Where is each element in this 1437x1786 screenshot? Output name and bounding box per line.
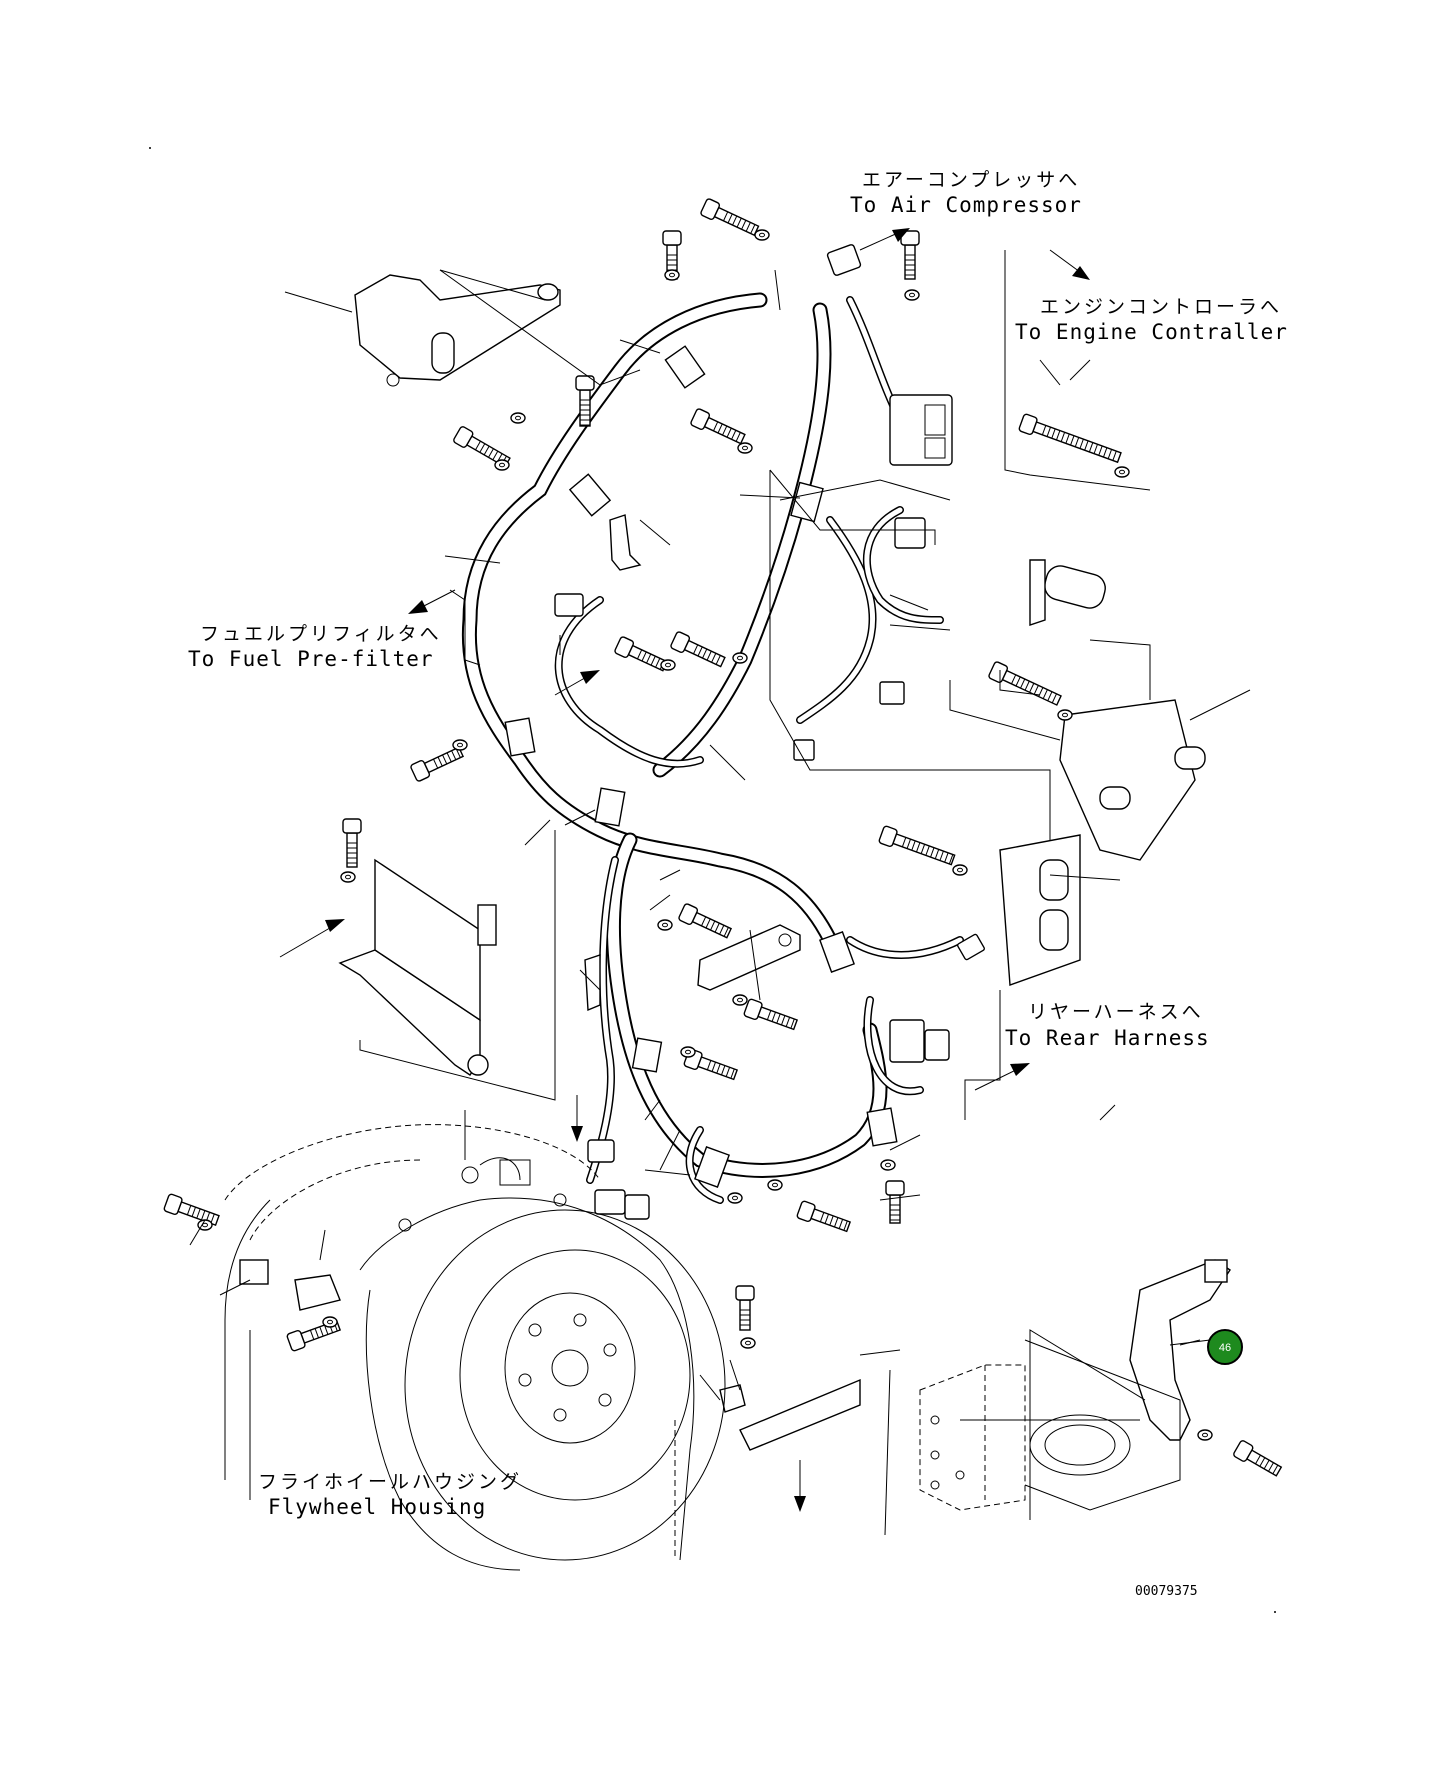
labels: エアーコンプレッサへ To Air Compressor エンジンコントローラへ… [188,169,1288,1599]
engine-controller-connector [889,394,953,466]
bolt [670,631,726,668]
washer [664,269,680,281]
bolt [453,426,511,468]
bolt [796,1200,852,1233]
washer [680,1046,696,1058]
bolt [690,408,746,445]
washer [660,659,676,671]
engine-controller-label-jp: エンジンコントローラへ [1040,296,1282,318]
washer [1114,466,1130,478]
rear-harness-label-en: To Rear Harness [1005,1026,1210,1050]
rear-harness-label-jp: リヤーハーネスへ [1028,1001,1204,1023]
washer [880,1159,896,1171]
washer [727,1192,743,1204]
bolt [885,1180,905,1224]
bolt [410,746,465,782]
washer [767,1179,783,1191]
connectors [554,244,985,1220]
bolts [163,198,1283,1477]
flywheel-housing-label-jp: フライホイールハウジング [258,1471,522,1493]
callout-number: 46 [1219,1342,1231,1354]
bolt [878,825,956,866]
bolt [700,198,760,237]
bolt [342,818,362,868]
bolt [743,998,799,1031]
drawing-code: 00079375 [1135,1584,1198,1599]
washer [340,871,356,883]
brackets [294,274,1231,1451]
direction-arrows [279,228,1090,1512]
corner-mark-top [149,147,151,149]
washer [494,459,510,471]
leader-lines [189,250,1251,1536]
washer [1057,709,1073,721]
bolt [575,375,595,427]
washer [510,412,526,424]
bolt [735,1285,755,1331]
washer [657,919,673,931]
bolt [988,661,1062,706]
washer [732,994,748,1006]
fuel-prefilter-label-jp: フュエルプリフィルタへ [200,623,442,645]
washer [1197,1429,1213,1441]
washer [737,442,753,454]
flywheel-housing [224,1124,726,1571]
main-harness [461,292,964,1204]
washer [732,652,748,664]
flywheel-housing-label-en: Flywheel Housing [268,1495,486,1519]
washer [952,864,968,876]
mount-block [919,1339,1181,1520]
washer [452,739,468,751]
washer [322,1316,338,1328]
callout-46[interactable]: 46 [1169,1329,1243,1365]
corner-mark-bottom [1274,1611,1276,1613]
bolt [900,230,920,280]
bolt [1018,413,1122,464]
fuel-prefilter-label-en: To Fuel Pre-filter [188,647,434,671]
callout-badge[interactable] [1207,1329,1243,1365]
washer [904,289,920,301]
engine-controller-label-en: To Engine Contraller [1015,320,1288,344]
harness-clamps [239,345,898,1285]
bolt [614,636,669,672]
washer [740,1337,756,1349]
air-compressor-label-jp: エアーコンプレッサへ [862,169,1080,191]
bolt [1233,1440,1283,1477]
bolt [678,903,733,939]
air-compressor-label-en: To Air Compressor [850,193,1082,217]
washer [754,229,770,241]
